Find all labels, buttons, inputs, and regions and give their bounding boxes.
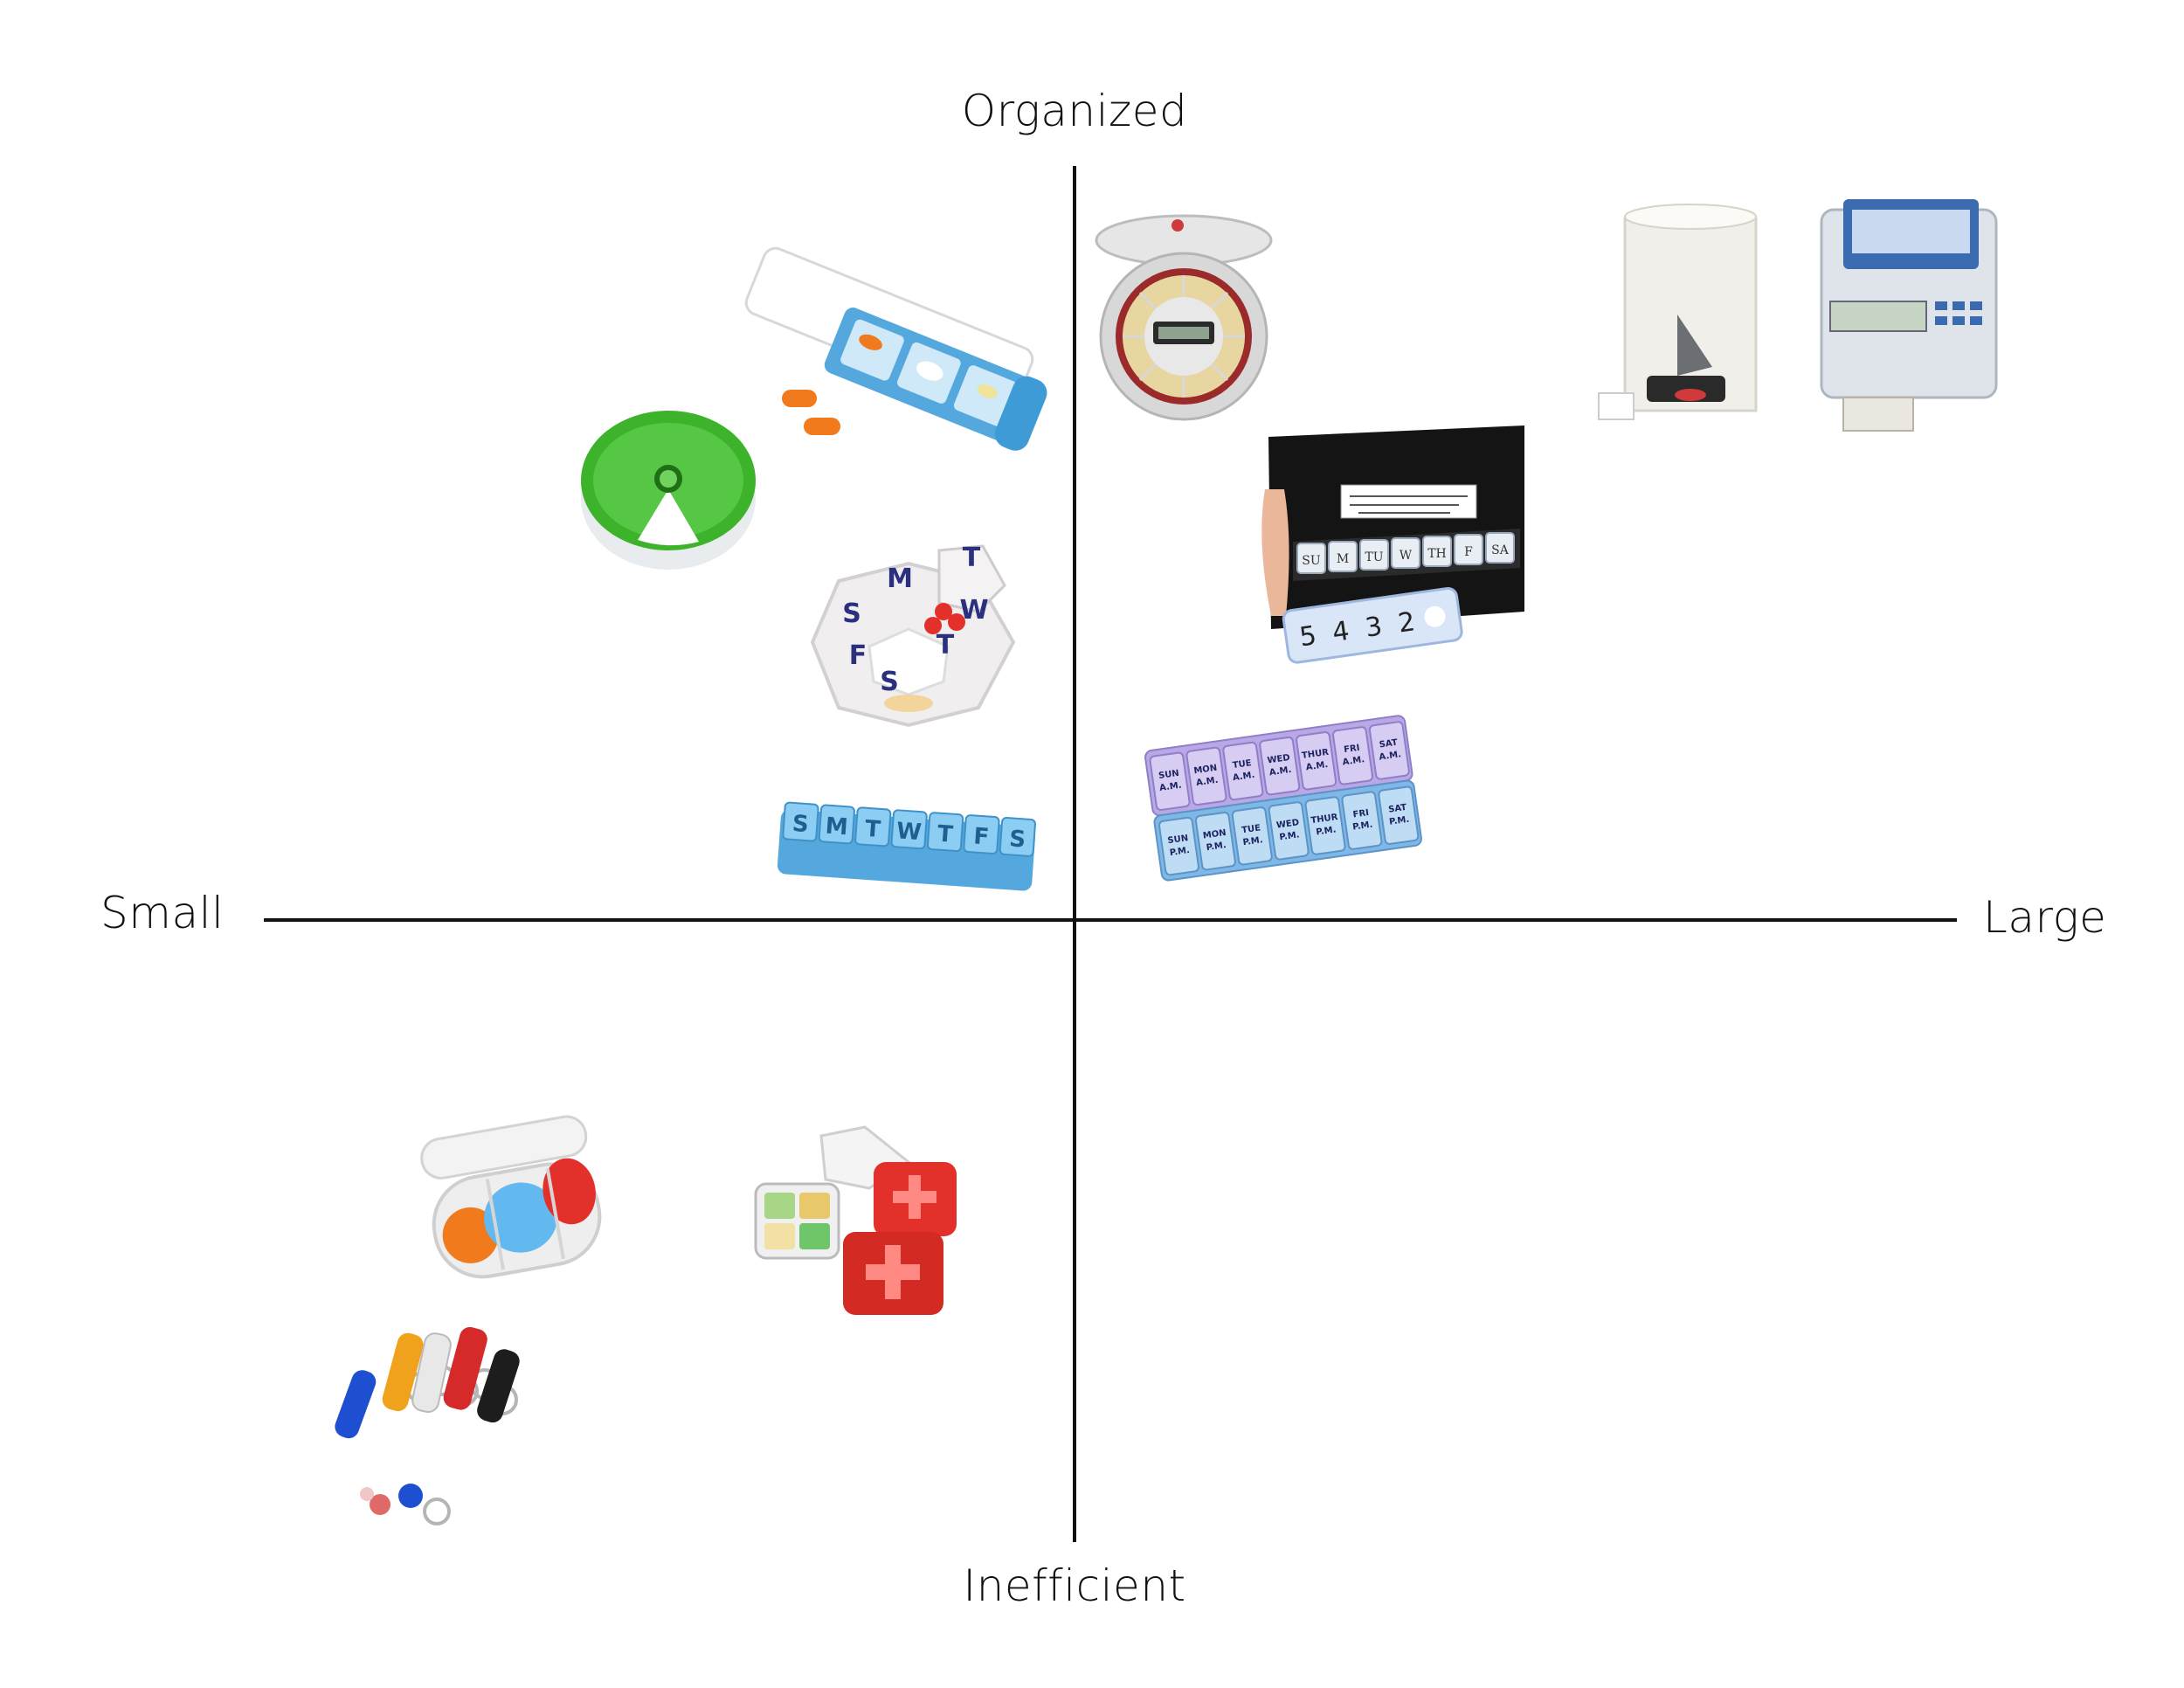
strip-lid — [890, 809, 928, 850]
hex-day-label: F — [849, 640, 867, 671]
organizer-day-label: P.M. — [1316, 825, 1337, 837]
organizer-lid — [1378, 785, 1420, 845]
electronic-dispenser-tower — [1598, 204, 1758, 420]
wallet-compartment — [1296, 543, 1326, 574]
organizer-lid — [1194, 811, 1236, 871]
organizer-day-label: FRI — [1352, 808, 1370, 820]
organizer-lid — [1332, 726, 1373, 785]
organizer-lid — [1341, 791, 1383, 850]
axis-label-bottom: Inefficient — [963, 1560, 1186, 1611]
organizer-day-label: A.M. — [1268, 765, 1292, 778]
oval-travel-case — [420, 1115, 602, 1279]
round-dial-organizer — [581, 411, 756, 570]
organizer-lid — [1259, 736, 1301, 796]
organizer-lid — [1304, 796, 1346, 855]
organizer-day-label: A.M. — [1342, 755, 1365, 767]
organizer-lid — [1185, 746, 1227, 806]
organizer-day-label: SAT — [1379, 738, 1398, 751]
organizer-day-label: A.M. — [1232, 771, 1255, 783]
organizer-day-label: THUR — [1301, 748, 1330, 761]
wallet-compartment — [1328, 541, 1358, 572]
hex-day-label: T — [936, 630, 955, 661]
organizer-day-label: TUE — [1241, 823, 1261, 835]
organizer-day-label: A.M. — [1379, 750, 1402, 762]
loose-capsules — [782, 390, 840, 435]
organizer-day-label: A.M. — [1159, 781, 1183, 793]
organizer-day-label: A.M. — [1195, 776, 1219, 788]
organizer-day-label: P.M. — [1352, 820, 1373, 833]
hex-day-label: M — [887, 564, 913, 594]
hex-day-label: S — [880, 667, 899, 697]
wallet-day-label: W — [1400, 549, 1413, 563]
keychain-capsules — [335, 1326, 520, 1525]
organizer-lid — [1296, 731, 1337, 791]
wallet-day-label: TH — [1427, 547, 1447, 561]
organizer-lid — [1158, 816, 1199, 876]
slide-pill-case — [744, 246, 1047, 451]
strip-lid — [818, 804, 855, 845]
organizer-lid — [1231, 806, 1273, 866]
wallet-day-label: F — [1464, 545, 1473, 559]
organizer-day-label: SUN — [1158, 769, 1180, 781]
automatic-dial-dispenser — [1095, 214, 1273, 421]
axis-label-top: Organized — [961, 86, 1188, 136]
wallet-compartment — [1391, 537, 1420, 569]
organizer-day-label: A.M. — [1305, 760, 1329, 772]
wallet-day-label: SU — [1302, 554, 1321, 568]
wallet-day-label: M — [1337, 552, 1349, 566]
organizer-day-label: MON — [1202, 828, 1227, 841]
organizer-day-label: P.M. — [1389, 815, 1410, 827]
strip-lid — [854, 806, 892, 847]
organizer-day-label: P.M. — [1279, 830, 1300, 842]
organizer-day-label: WED — [1267, 753, 1290, 766]
strip-day-label: S — [791, 811, 810, 838]
organizer-lid — [1268, 801, 1310, 861]
organizer-day-label: P.M. — [1206, 841, 1227, 853]
organizer-day-label: THUR — [1310, 813, 1339, 826]
hex-day-label: T — [963, 543, 981, 573]
hex-day-label: W — [959, 595, 988, 626]
organizer-lid — [1368, 721, 1410, 780]
strip-day-label: S — [1008, 826, 1026, 853]
wallet-compartment — [1454, 534, 1483, 565]
wallet-day-label: TU — [1365, 550, 1383, 564]
organizer-day-label: SUN — [1167, 834, 1189, 846]
organizer-day-label: MON — [1193, 764, 1218, 777]
organizer-lid — [1222, 741, 1264, 801]
wallet-compartment — [1485, 532, 1515, 564]
organizer-day-label: FRI — [1344, 744, 1361, 755]
square-cross-cases — [754, 1125, 957, 1315]
electronic-dispenser-box — [1820, 199, 1998, 432]
strip-day-label: F — [972, 823, 990, 850]
organizer-day-label: SAT — [1388, 803, 1407, 815]
strip-lid — [999, 816, 1036, 857]
organizer-day-label: WED — [1275, 818, 1299, 831]
wallet-compartment — [1422, 536, 1452, 567]
organizer-day-label: P.M. — [1169, 846, 1190, 858]
am-pm-weekly-organizer: SUNA.M.MONA.M.TUEA.M.WEDA.M.THURA.M.FRIA… — [1144, 715, 1422, 882]
strip-day-label: T — [864, 816, 881, 843]
organizer-lid — [1149, 751, 1191, 811]
axis-label-right: Large — [1983, 892, 2107, 943]
organizer-day-label: TUE — [1232, 758, 1252, 771]
wallet-strip-number: 5 — [1297, 620, 1318, 653]
wallet-strip-number: 2 — [1396, 606, 1417, 639]
strip-day-label: M — [825, 813, 849, 841]
strip-lid — [963, 814, 1000, 854]
wallet-compartment — [1359, 539, 1389, 571]
strip-day-label: W — [895, 818, 923, 846]
strip-day-label: T — [936, 821, 954, 848]
wallet-strip-number: 3 — [1364, 611, 1385, 643]
wallet-strip-number: 4 — [1330, 616, 1351, 648]
wallet-day-label: SA — [1491, 543, 1510, 557]
strip-lid — [926, 812, 964, 853]
hex-day-label: S — [842, 598, 861, 629]
axis-label-left: Small — [100, 888, 225, 938]
organizer-day-label: P.M. — [1242, 835, 1263, 847]
strip-lid — [782, 801, 819, 842]
